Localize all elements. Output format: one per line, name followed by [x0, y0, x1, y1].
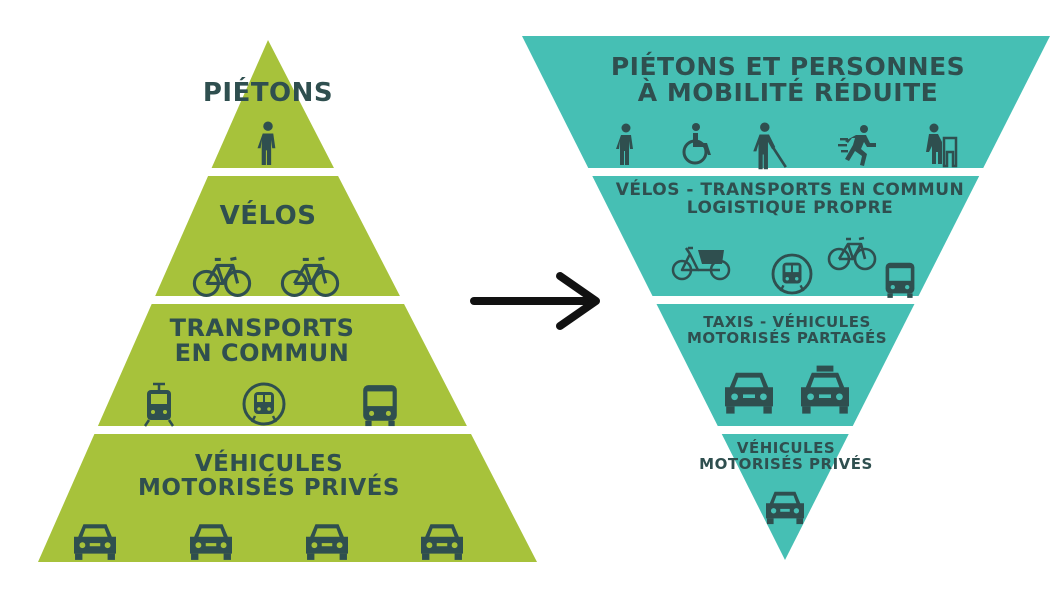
runner-icon	[838, 125, 876, 166]
label-line: VÉHICULES	[736, 439, 836, 457]
pedestrian-icon	[616, 123, 633, 165]
wheelchair-icon	[682, 123, 711, 165]
label-line: PIÉTONS ET PERSONNES	[610, 52, 966, 81]
tram-icon	[143, 382, 175, 427]
arrow-right-icon	[470, 272, 600, 330]
metro-icon	[771, 253, 813, 295]
label-line: VÉLOS	[219, 201, 317, 231]
right-level-taxis-label: TAXIS - VÉHICULES MOTORISÉS PARTAGÉS	[686, 313, 888, 347]
car-icon	[421, 524, 463, 560]
left-pyramid-level-4	[38, 434, 537, 562]
cargo-bike-icon	[671, 246, 731, 281]
label-line: VÉLOS - TRANSPORTS EN COMMUN	[615, 180, 965, 200]
car-icon	[766, 491, 804, 525]
bus-icon	[885, 262, 915, 298]
car-icon	[190, 524, 232, 560]
taxi-icon	[801, 365, 849, 414]
car-icon	[725, 372, 773, 414]
label-line: PIÉTONS	[202, 78, 334, 108]
blind-person-icon	[753, 122, 787, 170]
label-line: MOTORISÉS PRIVÉS	[138, 475, 400, 502]
right-pyramid-level-1	[522, 36, 1050, 168]
right-level-pietons-label: PIÉTONS ET PERSONNES À MOBILITÉ RÉDUITE	[610, 52, 966, 108]
car-icon	[74, 524, 116, 560]
walker-icon	[926, 123, 958, 168]
left-level-transports-label: TRANSPORTS EN COMMUN	[169, 314, 355, 368]
label-line: MOTORISÉS PARTAGÉS	[686, 328, 888, 347]
bicycle-icon	[192, 256, 252, 297]
label-line: TAXIS - VÉHICULES	[703, 313, 871, 331]
right-level-vehicules-label: VÉHICULES MOTORISÉS PRIVÉS	[699, 439, 873, 473]
right-level-velos-label: VÉLOS - TRANSPORTS EN COMMUN LOGISTIQUE …	[615, 180, 965, 218]
label-line: VÉHICULES	[194, 451, 344, 477]
left-level-vehicules-label: VÉHICULES MOTORISÉS PRIVÉS	[138, 452, 400, 500]
label-line: LOGISTIQUE PROPRE	[686, 197, 894, 218]
pedestrian-icon	[257, 121, 276, 166]
right-pyramid-level-3	[656, 304, 915, 426]
metro-icon	[242, 382, 286, 426]
label-line: TRANSPORTS	[169, 314, 355, 342]
left-pyramid-level-1	[211, 40, 334, 168]
car-icon	[306, 524, 348, 560]
bus-icon	[363, 385, 397, 427]
label-line: MOTORISÉS PRIVÉS	[699, 454, 873, 473]
left-pyramid-level-2	[155, 176, 400, 296]
bicycle-icon	[827, 236, 877, 271]
left-level-velos-label: VÉLOS	[219, 201, 317, 231]
bicycle-icon	[280, 256, 340, 297]
label-line: À MOBILITÉ RÉDUITE	[637, 78, 939, 108]
left-level-pietons-label: PIÉTONS	[202, 78, 334, 108]
label-line: EN COMMUN	[174, 339, 350, 368]
